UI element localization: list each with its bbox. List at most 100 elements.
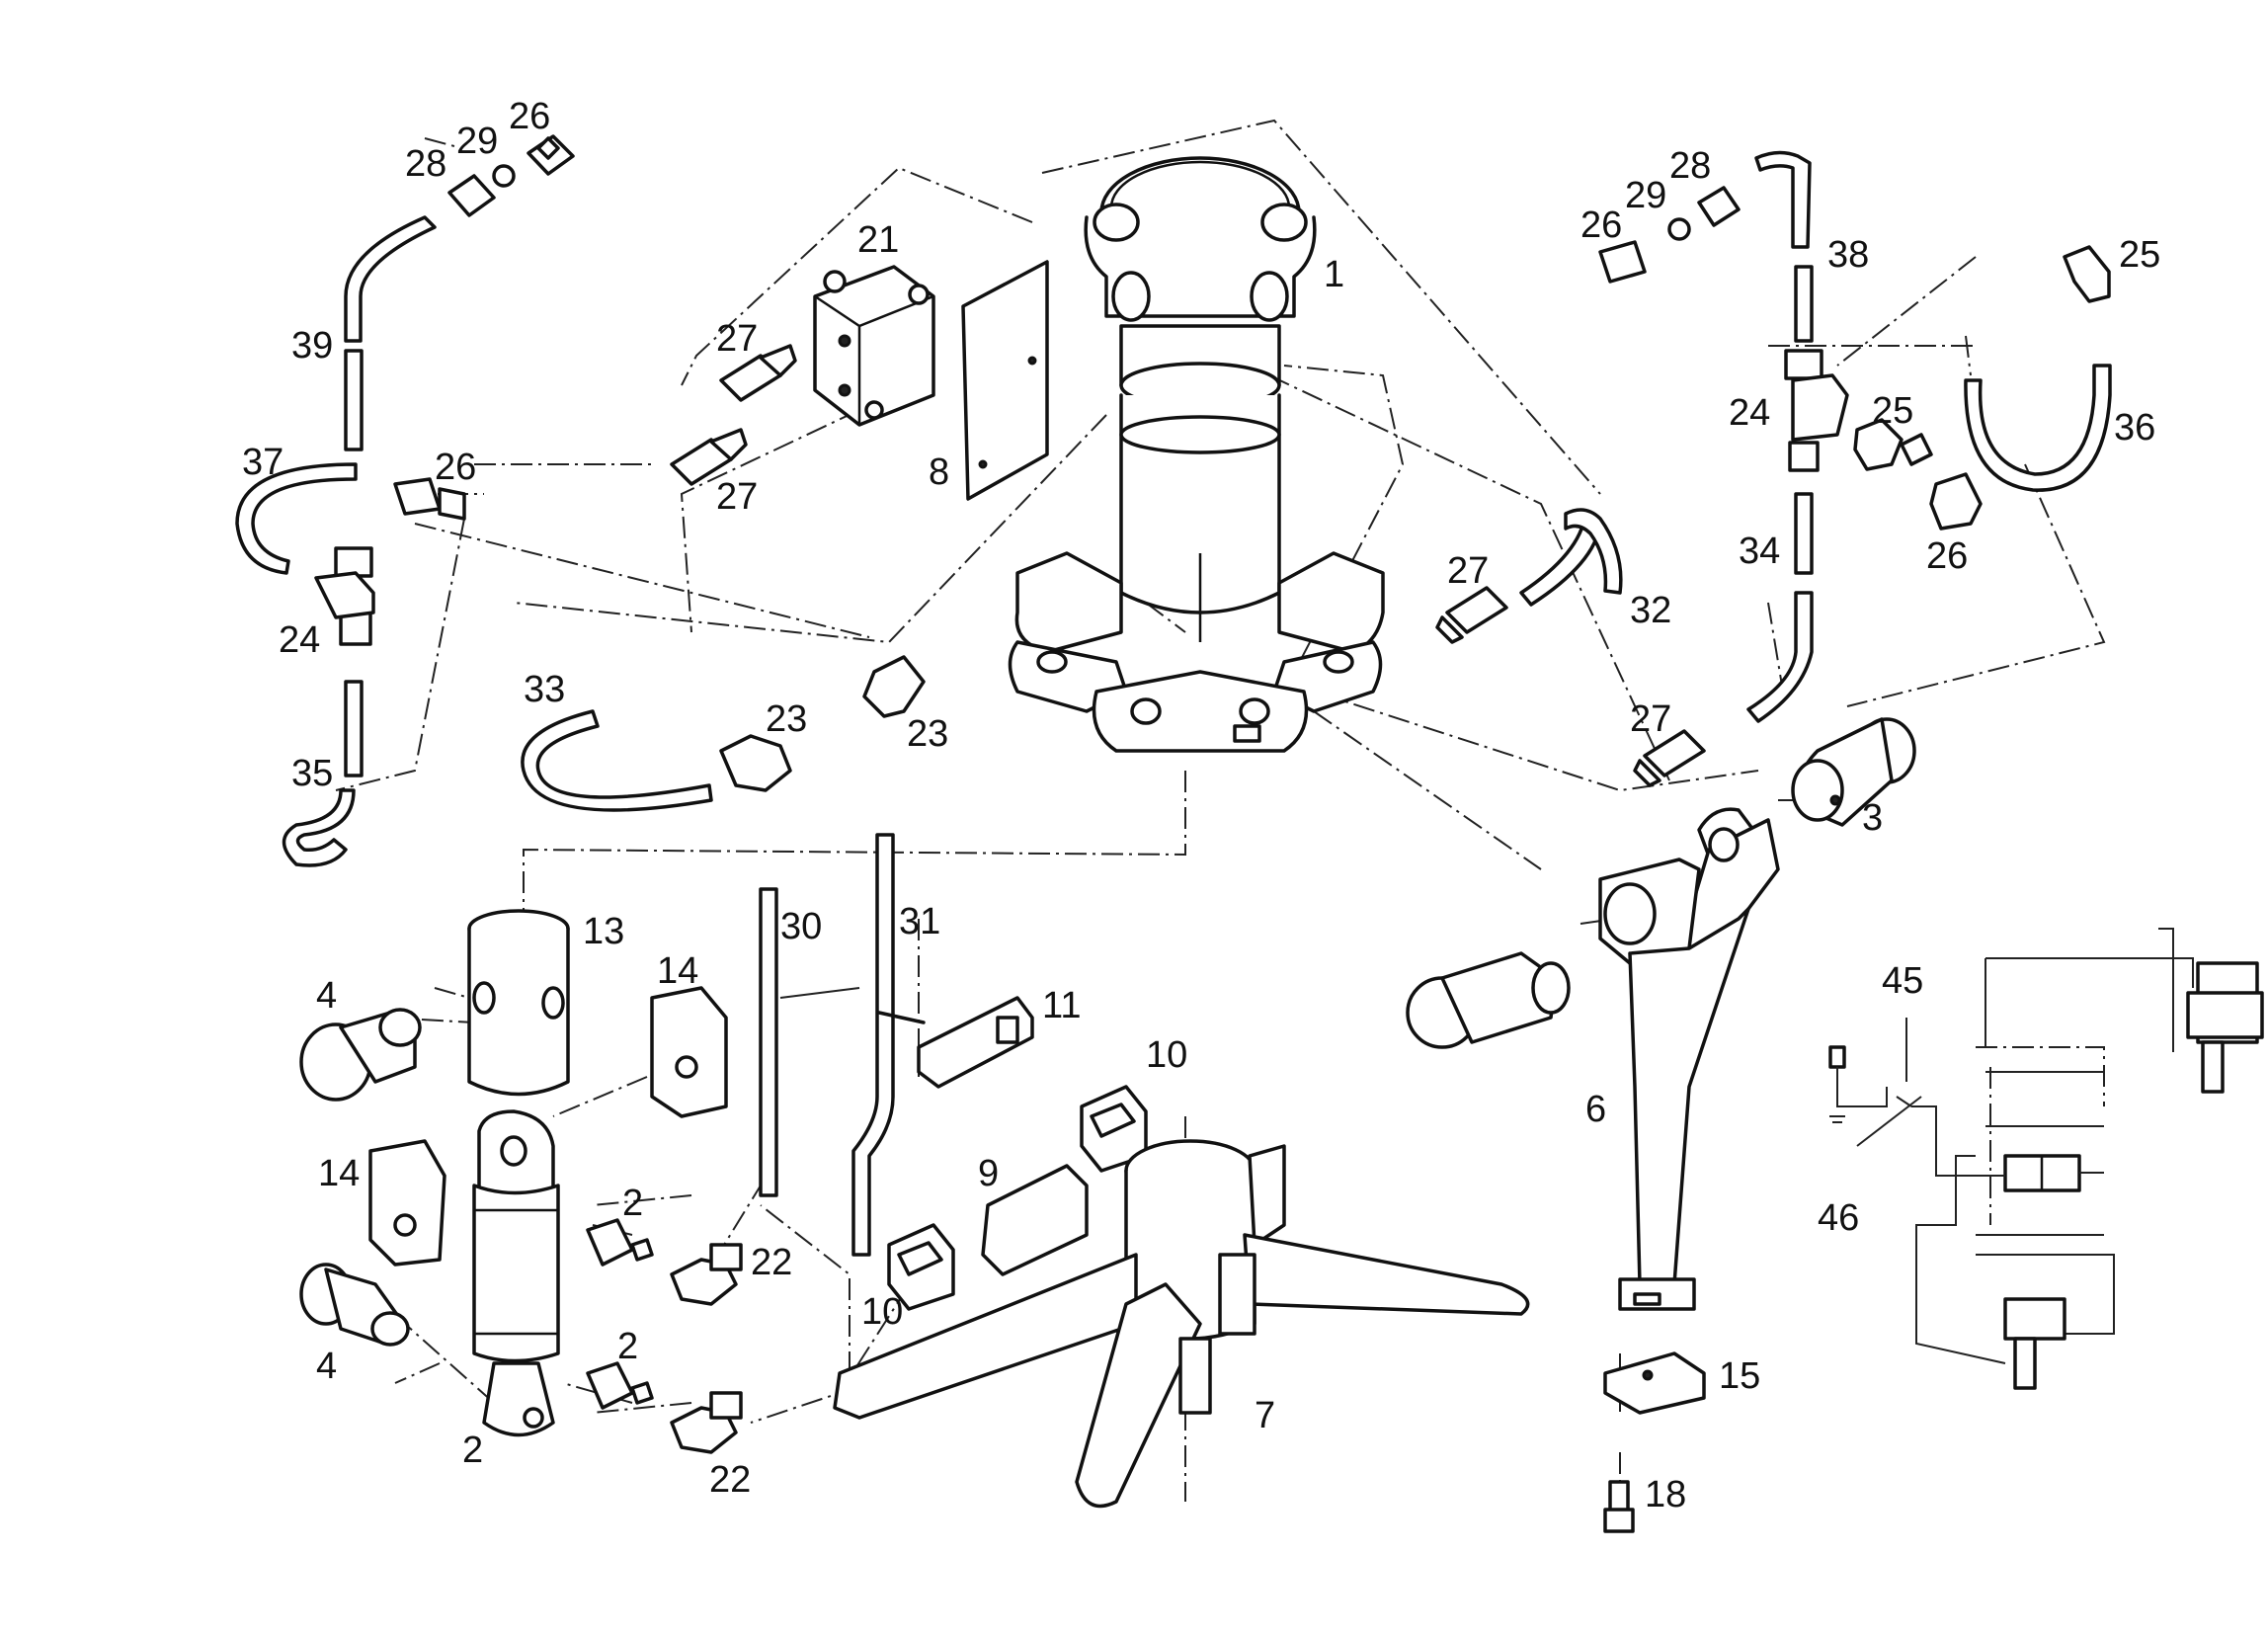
fitting-27-d: [1633, 729, 1706, 787]
callout-30: 30: [780, 906, 822, 947]
hose-37: [235, 462, 358, 575]
part-1-column-assembly: [1008, 156, 1385, 753]
part-18-bolt: [1603, 1480, 1635, 1533]
hose-30: [759, 887, 778, 1197]
callout-22: 22: [751, 1242, 792, 1283]
callout-26: 26: [1580, 204, 1622, 246]
fitting-26-left-mid: [393, 477, 466, 521]
callout-38: 38: [1827, 234, 1869, 276]
callout-27: 27: [1630, 698, 1671, 740]
hoses: [235, 150, 2112, 1257]
callout-29: 29: [1625, 175, 1666, 216]
callout-35: 35: [291, 753, 333, 794]
callout-18: 18: [1645, 1474, 1686, 1515]
callout-32: 32: [1630, 590, 1671, 631]
fitting-27-a: [719, 344, 797, 402]
hose-38: [1754, 150, 1812, 249]
callout-6: 6: [1585, 1089, 1606, 1130]
callout-37: 37: [242, 442, 284, 483]
callout-29: 29: [456, 121, 498, 162]
callout-24: 24: [279, 619, 320, 661]
callout-2: 2: [622, 1183, 643, 1224]
part-24-tee-fittings: [314, 349, 1849, 646]
callout-22: 22: [709, 1459, 751, 1501]
hose-39-lower: [344, 349, 364, 451]
part-4-pins: [299, 1008, 422, 1347]
callout-33: 33: [524, 669, 565, 710]
part-2-22-fittings: [586, 1218, 743, 1454]
hose-35-bend: [282, 788, 356, 867]
hose-36: [1964, 364, 2112, 492]
right-top-fittings: [1598, 186, 1741, 284]
callout-4: 4: [316, 1346, 337, 1387]
left-top-fittings: [447, 134, 575, 217]
part-21-valve-block: [813, 265, 935, 427]
part-25-right-fittings: [1853, 245, 2111, 531]
callout-8: 8: [929, 451, 949, 493]
part-10-9-pads: [887, 1085, 1148, 1311]
hose-35: [344, 680, 364, 777]
part-15-foot-pad: [1603, 1351, 1706, 1415]
hose-38-lower: [1794, 265, 1814, 343]
hose-33: [521, 709, 713, 812]
callout-9: 9: [978, 1153, 999, 1194]
part-2-cylinder: [472, 1109, 560, 1437]
callout-23: 23: [907, 713, 948, 755]
part-11-clamp: [877, 996, 1034, 1089]
callout-15: 15: [1719, 1355, 1760, 1397]
callout-14: 14: [657, 950, 698, 992]
callout-13: 13: [583, 911, 624, 952]
part-4-pin-right: [1406, 951, 1571, 1049]
part-13-sleeve: [467, 909, 570, 1097]
callout-2: 2: [617, 1326, 638, 1367]
callout-10: 10: [1146, 1034, 1187, 1076]
part-8-plate: [961, 260, 1049, 501]
callout-1: 1: [1324, 254, 1344, 295]
callout-31: 31: [899, 901, 940, 942]
callout-2: 2: [462, 1430, 483, 1471]
part-27-fittings: [670, 344, 1706, 787]
hose-32-b: [1564, 508, 1623, 595]
callout-26: 26: [509, 96, 550, 137]
callout-46: 46: [1818, 1197, 1859, 1239]
callout-11: 11: [1042, 985, 1081, 1026]
callout-23: 23: [766, 698, 807, 740]
callout-25: 25: [1872, 390, 1913, 432]
fitting-27-c: [1435, 586, 1508, 644]
part-6-arm: [1598, 807, 1780, 1311]
callout-3: 3: [1862, 797, 1883, 839]
part-23-elbows: [719, 655, 926, 792]
callout-26: 26: [435, 447, 476, 488]
pin-4-top: [299, 1008, 422, 1102]
callouts: 1 2 2 2 3 4 4 6 7 8 9 10 10 11 13 14 14 …: [242, 96, 2160, 1515]
tee-24-right: [1784, 349, 1849, 472]
hose-39: [344, 215, 437, 343]
callout-45: 45: [1882, 960, 1923, 1002]
pin-4-bottom: [299, 1263, 410, 1347]
callout-7: 7: [1255, 1395, 1275, 1436]
callout-27: 27: [1447, 550, 1489, 592]
callout-4: 4: [316, 975, 337, 1017]
hose-34: [1794, 492, 1814, 575]
callout-39: 39: [291, 325, 333, 367]
hose-31: [851, 833, 895, 1257]
callout-34: 34: [1739, 531, 1780, 572]
part-14-plates: [368, 986, 728, 1267]
callout-14: 14: [318, 1153, 360, 1194]
hose-34-bend: [1746, 591, 1814, 723]
tee-24-left: [314, 546, 375, 646]
callout-27: 27: [716, 476, 758, 518]
fitting-27-b: [670, 428, 748, 486]
callout-28: 28: [405, 143, 446, 185]
callout-28: 28: [1669, 145, 1711, 187]
callout-25: 25: [2119, 234, 2160, 276]
part-7-tripod-stand: [833, 1139, 1530, 1509]
callout-10: 10: [861, 1291, 903, 1333]
hydraulic-schematic: [1828, 928, 2264, 1390]
callout-24: 24: [1729, 392, 1770, 434]
callout-26: 26: [1926, 535, 1968, 577]
callout-36: 36: [2114, 407, 2155, 449]
part-3-pin: [1791, 717, 1916, 827]
callout-27: 27: [716, 318, 758, 360]
